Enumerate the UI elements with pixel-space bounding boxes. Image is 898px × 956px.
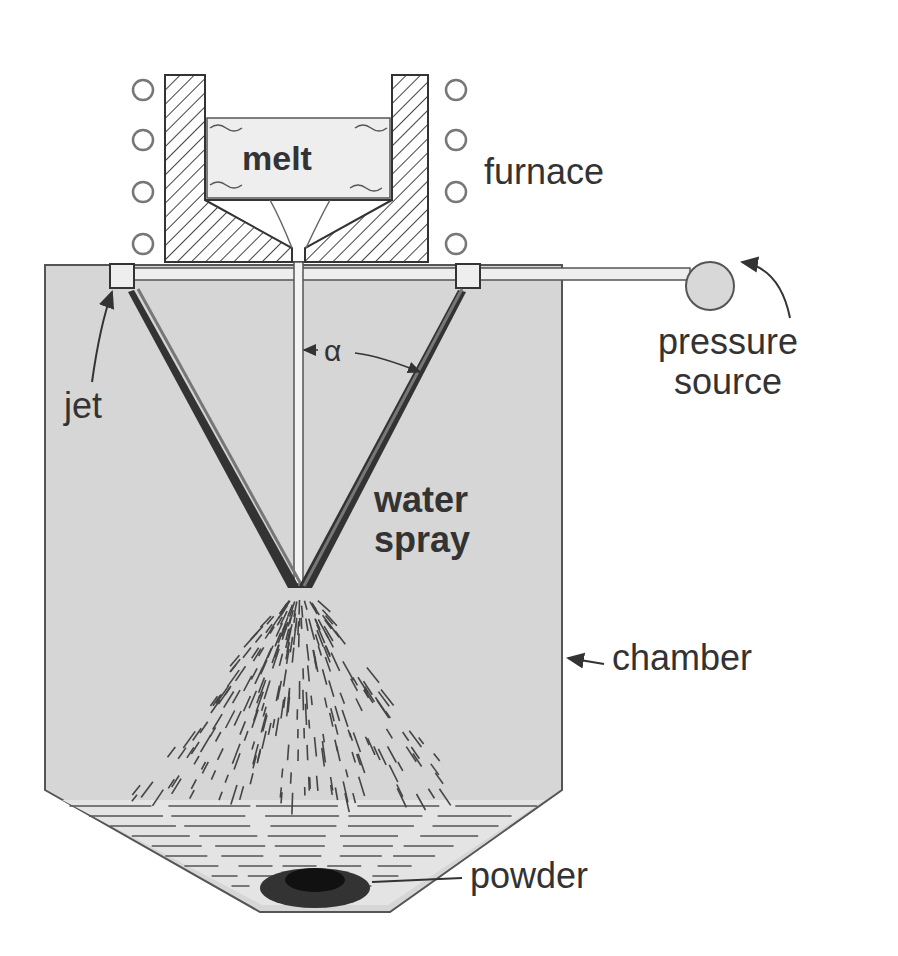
- water-manifold: [112, 268, 690, 280]
- chamber-label: chamber: [612, 638, 782, 678]
- crucible-wall: [165, 75, 428, 262]
- chamber-leader: [568, 658, 604, 664]
- angle-label: α: [322, 334, 343, 367]
- jet-nozzle: [456, 264, 480, 288]
- pressure-leader: [742, 262, 790, 318]
- melt-pool: [207, 118, 390, 198]
- pressure-source-label: pressure source: [628, 322, 828, 401]
- furnace-label: furnace: [484, 152, 684, 192]
- jet-nozzle: [110, 264, 134, 288]
- melt-label: melt: [240, 140, 314, 177]
- angle-arrow: [304, 349, 318, 351]
- jet-label: jet: [62, 386, 104, 426]
- powder-pile: [260, 868, 370, 908]
- powder-leader: [372, 878, 462, 882]
- water-spray-label: water spray: [372, 480, 506, 559]
- atomized-droplets: [132, 600, 451, 815]
- crucible-funnel: [205, 200, 392, 262]
- water-jet: [128, 290, 300, 588]
- pressure-pump: [686, 262, 734, 310]
- jet-leader: [92, 292, 112, 382]
- angle-arrow: [355, 353, 420, 372]
- induction-coils: [133, 80, 466, 254]
- powder-label: powder: [470, 856, 620, 896]
- melt-stream: [294, 262, 303, 584]
